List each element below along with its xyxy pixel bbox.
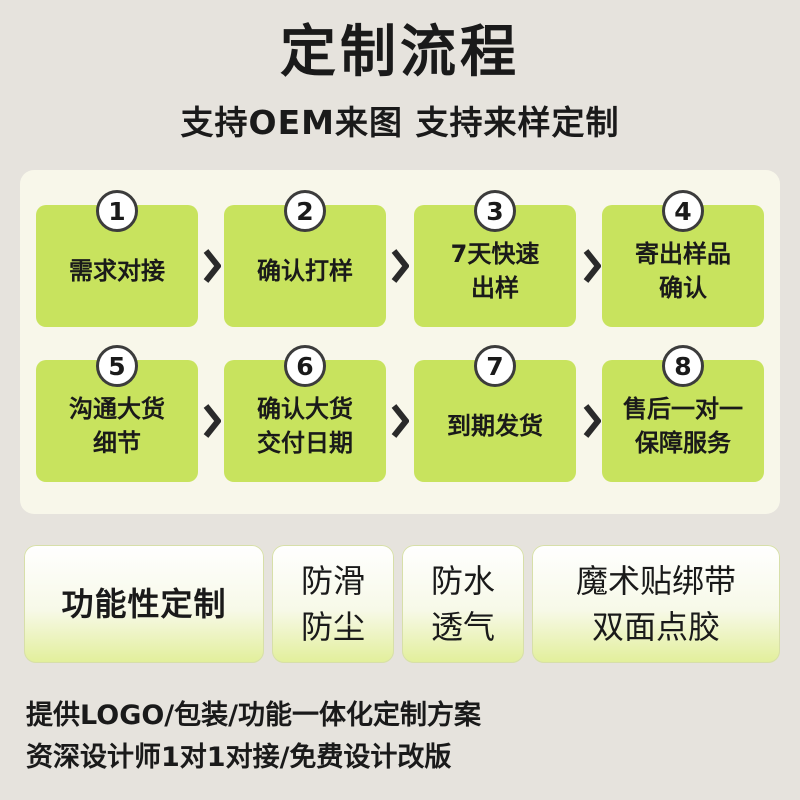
step-label: 确认打样	[257, 257, 353, 285]
chevron-right-icon	[583, 403, 601, 439]
step-number-badge: 6	[284, 345, 326, 387]
feature-waterproof-breathable: 防水 透气	[402, 545, 524, 663]
step-number-badge: 4	[662, 190, 704, 232]
step-number-badge: 2	[284, 190, 326, 232]
chevron-right-icon	[203, 403, 221, 439]
chevron-right-icon	[583, 248, 601, 284]
step-number-badge: 5	[96, 345, 138, 387]
chevron-right-icon	[391, 403, 409, 439]
step-label: 确认大货 交付日期	[257, 395, 353, 457]
step-label: 售后一对一 保障服务	[623, 395, 743, 457]
feature-custom-function: 功能性定制	[24, 545, 264, 663]
step-label: 7天快速 出样	[450, 240, 540, 302]
step-label: 沟通大货 细节	[69, 395, 165, 457]
process-panel: 需求对接 1 确认打样 2 7天快速 出样 3 寄出样品 确认 4 沟通大货 细…	[20, 170, 780, 514]
feature-label: 防滑 防尘	[300, 562, 365, 646]
page-subtitle: 支持OEM来图 支持来样定制	[180, 103, 620, 142]
feature-label: 魔术贴绑带 双面点胶	[575, 562, 736, 646]
feature-label: 防水 透气	[430, 562, 495, 646]
footer-line-1: 提供LOGO/包装/功能一体化定制方案	[26, 700, 482, 731]
feature-label: 功能性定制	[61, 585, 227, 623]
step-label: 寄出样品 确认	[635, 240, 731, 302]
page-title: 定制流程	[280, 20, 520, 85]
step-number-badge: 7	[474, 345, 516, 387]
step-2: 确认打样	[224, 205, 386, 327]
step-number-badge: 1	[96, 190, 138, 232]
step-label: 到期发货	[447, 412, 543, 440]
step-4: 寄出样品 确认	[602, 205, 764, 327]
chevron-right-icon	[203, 248, 221, 284]
step-number-badge: 8	[662, 345, 704, 387]
chevron-right-icon	[391, 248, 409, 284]
feature-velcro-glue: 魔术贴绑带 双面点胶	[532, 545, 780, 663]
step-label: 需求对接	[69, 257, 165, 285]
feature-antislip-dustproof: 防滑 防尘	[272, 545, 394, 663]
step-number-badge: 3	[474, 190, 516, 232]
step-8: 售后一对一 保障服务	[602, 360, 764, 482]
footer-line-2: 资深设计师1对1对接/免费设计改版	[26, 742, 452, 773]
